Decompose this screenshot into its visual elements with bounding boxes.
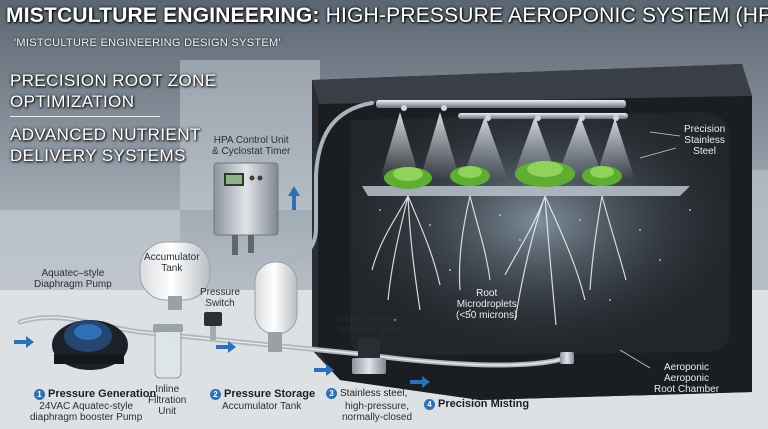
- step-1-desc-line1: 24VAC Aquatec-style: [39, 401, 134, 412]
- plant-roots: [371, 195, 627, 326]
- label-filtration-line2: Filtration: [148, 395, 187, 406]
- step-3: 3 Stainless steel,: [326, 388, 407, 399]
- microdroplets: [379, 209, 691, 321]
- step-3-description: high-pressure, normally-closed: [342, 401, 412, 423]
- step-2-number: 2: [210, 388, 221, 400]
- heading-root-zone-line1: PRECISION ROOT ZONE: [10, 71, 217, 90]
- step-2-title: Pressure Storage: [224, 388, 316, 400]
- step-1-title: Pressure Generation: [48, 388, 157, 400]
- label-control-unit-line2: & Cyclostat Timer: [212, 146, 291, 157]
- label-filtration: Inline Filtration Unit: [148, 384, 186, 417]
- diaphragm-pump: [52, 320, 128, 370]
- label-root-line1: Root: [476, 288, 498, 299]
- accumulator-tank-small: [254, 261, 298, 352]
- label-filtration-line1: Inline: [155, 384, 180, 395]
- title-light: HIGH-PRESSURE AEROPONIC SYSTEM (HPA): [325, 4, 768, 27]
- step-4-title: Precision Misting: [438, 398, 530, 410]
- pressure-switch: [204, 312, 222, 340]
- heading-root-zone: PRECISION ROOT ZONE OPTIMIZATION: [10, 70, 230, 112]
- step-3-desc-line1: Stainless steel,: [340, 388, 408, 399]
- step-3-desc-line2: high-pressure,: [345, 401, 409, 412]
- label-precision-line1: Precision: [684, 124, 726, 135]
- step-2-desc-line1: Accumulator Tank: [222, 401, 302, 412]
- mist-nozzles: [380, 112, 635, 180]
- step-1-description: 24VAC Aquatec-style diaphragm booster Pu…: [30, 401, 142, 423]
- label-pressure-switch-line1: Pressure: [200, 287, 241, 298]
- divider: [10, 116, 160, 117]
- label-pressure-switch: Pressure Switch: [200, 287, 240, 309]
- label-precision-line2: Stainless: [684, 135, 725, 146]
- step-2-description: Accumulator Tank: [222, 401, 301, 412]
- solenoid-valve: [352, 338, 386, 374]
- label-root-microdroplets: Root Microdroplets (<50 microns): [456, 288, 517, 321]
- label-pressure-switch-line2: Switch: [205, 298, 235, 309]
- label-accumulator: Accumulator Tank: [144, 252, 200, 274]
- label-chamber-line2: Aeroponic: [664, 373, 710, 384]
- stainless-manifold: [376, 100, 628, 121]
- heading-nutrient-line1: ADVANCED NUTRIENT: [10, 125, 201, 144]
- page-title: MISTCULTURE ENGINEERING: HIGH-PRESSURE A…: [6, 4, 768, 28]
- title-bold: MISTCULTURE ENGINEERING:: [6, 4, 320, 27]
- label-precision-line3: Steel: [693, 146, 716, 157]
- label-accumulator-line1: Accumulator: [144, 252, 200, 263]
- chamber-inlet-fitting: [560, 352, 574, 364]
- subtitle: 'MISTCULTURE ENGINEERING DESIGN SYSTEM': [14, 37, 281, 49]
- label-accumulator-line2: Tank: [161, 263, 183, 274]
- control-unit: [213, 162, 279, 255]
- label-pump-line2: Diaphragm Pump: [34, 279, 112, 290]
- label-root-line3: (<50 microns): [456, 310, 518, 321]
- plant-tray: [362, 186, 690, 196]
- label-precision-steel: Precision Stainless Steel: [684, 124, 725, 157]
- label-chamber-line3: Root Chamber: [654, 384, 720, 395]
- label-root-line2: Microdroplets: [456, 299, 517, 310]
- label-filtration-line3: Unit: [158, 406, 177, 417]
- label-solenoid: Instant Release Solenoid Valve: [336, 314, 406, 336]
- accumulator-tank-large: [139, 241, 211, 310]
- label-control-unit-line1: HPA Control Unit: [213, 135, 289, 146]
- label-solenoid-line2: Solenoid Valve: [337, 325, 404, 336]
- heading-nutrient-line2: DELIVERY SYSTEMS: [10, 146, 186, 165]
- label-control-unit: HPA Control Unit & Cyclostat Timer: [212, 135, 290, 157]
- label-chamber-line1: Aeroponic: [664, 362, 710, 373]
- lettuce-plants: [384, 161, 622, 189]
- step-2: 2 Pressure Storage: [210, 388, 315, 400]
- flow-arrows: [14, 186, 430, 388]
- label-pump-line1: Aquatec–style: [41, 268, 105, 279]
- label-root-chamber: Aeroponic Aeroponic Root Chamber: [654, 362, 719, 395]
- inline-filter: [153, 324, 183, 379]
- callout-lines: [199, 131, 681, 369]
- label-solenoid-line1: Instant Release: [336, 314, 406, 325]
- step-4-number: 4: [424, 398, 435, 410]
- heading-root-zone-line2: OPTIMIZATION: [10, 92, 135, 111]
- step-3-number: 3: [326, 388, 337, 399]
- step-1-desc-line2: diaphragm booster Pump: [30, 412, 143, 423]
- step-3-desc-line3: normally-closed: [342, 412, 413, 423]
- label-pump: Aquatec–style Diaphragm Pump: [34, 268, 112, 290]
- heading-nutrient: ADVANCED NUTRIENT DELIVERY SYSTEMS: [10, 124, 230, 166]
- step-4: 4 Precision Misting: [424, 398, 529, 410]
- step-1-number: 1: [34, 388, 45, 400]
- step-1: 1 Pressure Generation: [34, 388, 156, 400]
